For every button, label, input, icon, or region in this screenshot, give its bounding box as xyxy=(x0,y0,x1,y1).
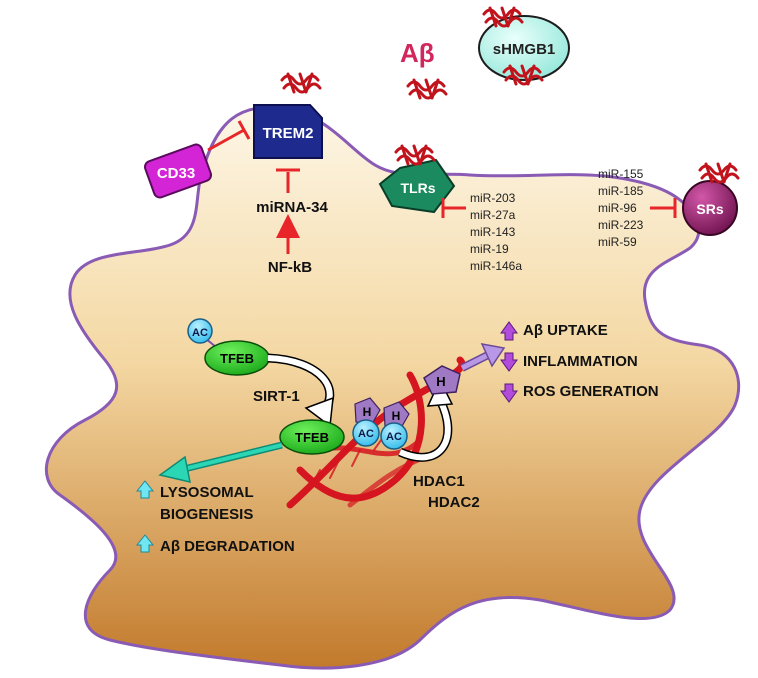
svg-text:TFEB: TFEB xyxy=(220,351,254,366)
abeta-fibril-icon xyxy=(502,64,544,86)
trem2-receptor: TREM2 xyxy=(253,72,323,159)
tlr-mirna-item: miR-203 xyxy=(470,191,516,205)
svg-text:TFEB: TFEB xyxy=(295,430,329,445)
nfkb-label: NF-kB xyxy=(268,259,312,276)
sr-mirna-item: miR-223 xyxy=(598,218,644,232)
abeta-label: Aβ xyxy=(400,38,435,68)
srs-receptor: SRs xyxy=(682,162,740,236)
abeta-fibril-icon xyxy=(280,72,322,94)
effects-arrow xyxy=(460,343,506,372)
up-arrow-icon xyxy=(135,534,155,553)
svg-text:BIOGENESIS: BIOGENESIS xyxy=(160,506,253,523)
tfeb-acetylated: TFEB xyxy=(204,340,270,376)
cd33-receptor: CD33 xyxy=(144,143,212,199)
svg-text:H: H xyxy=(436,374,445,389)
abeta-fibril-icon xyxy=(406,78,448,100)
histone-h-group: H xyxy=(383,401,410,429)
cd33-inhibits-trem2 xyxy=(207,120,251,152)
abeta-fibril-icon xyxy=(482,6,524,28)
abeta-fibril-icon xyxy=(698,162,740,184)
svg-text:H: H xyxy=(392,409,401,423)
abeta-fibril-icon xyxy=(394,144,436,166)
svg-text:H: H xyxy=(363,405,372,419)
up-arrow-icon xyxy=(500,321,518,341)
mirnas-inhibit-tlrs xyxy=(441,198,466,218)
tfeb-deacetylated: TFEB xyxy=(279,419,345,455)
svg-text:CD33: CD33 xyxy=(157,165,195,182)
tlr-mirna-item: miR-19 xyxy=(470,242,509,256)
tlrs-receptor: TLRs xyxy=(378,144,456,214)
microglia-cell-body xyxy=(44,106,741,670)
effects-list: Aβ UPTAKE INFLAMMATION ROS GENERATION xyxy=(500,321,659,403)
sr-mirna-item: miR-185 xyxy=(598,184,644,198)
hdac2-label: HDAC2 xyxy=(428,494,480,511)
histone-h-group: H xyxy=(354,397,381,425)
svg-text:Aβ DEGRADATION: Aβ DEGRADATION xyxy=(160,538,295,555)
sr-mirna-item: miR-59 xyxy=(598,235,637,249)
svg-text:AC: AC xyxy=(386,431,402,443)
up-arrow-icon xyxy=(135,480,155,499)
sr-mirna-list: miR-155 miR-185 miR-96 miR-223 miR-59 xyxy=(598,167,644,249)
sirt1-label: SIRT-1 xyxy=(253,388,300,405)
effect-inflammation: INFLAMMATION xyxy=(500,352,638,372)
svg-text:Aβ: Aβ xyxy=(400,38,435,68)
lysosomal-biogenesis: LYSOSOMAL BIOGENESIS xyxy=(135,480,254,523)
down-arrow-icon xyxy=(500,383,518,403)
sirt1-deacetylation-arrow xyxy=(267,353,335,428)
mirna34-inhibits-trem2 xyxy=(276,168,300,193)
svg-text:AC: AC xyxy=(358,428,374,440)
effect-abeta-uptake: Aβ UPTAKE xyxy=(500,321,608,341)
histone-h-deacetylated: H xyxy=(423,365,461,395)
svg-text:TREM2: TREM2 xyxy=(263,125,314,142)
down-arrow-icon xyxy=(500,352,518,372)
svg-text:LYSOSOMAL: LYSOSOMAL xyxy=(160,484,254,501)
tlr-mirna-list: miR-203 miR-27a miR-143 miR-19 miR-146a xyxy=(470,191,522,273)
ac-acetyl-group: AC xyxy=(187,318,223,353)
tlr-mirna-item: miR-146a xyxy=(470,259,522,273)
shmgb1-label: sHMGB1 xyxy=(493,41,556,58)
sr-mirna-item: miR-155 xyxy=(598,167,644,181)
shmgb1-particle: sHMGB1 xyxy=(478,6,570,86)
svg-text:Aβ UPTAKE: Aβ UPTAKE xyxy=(523,322,608,339)
tlr-mirna-item: miR-27a xyxy=(470,208,516,222)
hdac1-label: HDAC1 xyxy=(413,473,465,490)
mirnas-inhibit-srs xyxy=(650,198,677,218)
svg-text:AC: AC xyxy=(192,327,208,339)
svg-text:TLRs: TLRs xyxy=(401,180,436,196)
svg-text:INFLAMMATION: INFLAMMATION xyxy=(523,353,638,370)
effect-ros-generation: ROS GENERATION xyxy=(500,383,659,403)
abeta-degradation: Aβ DEGRADATION xyxy=(135,534,295,555)
mirna34-label: miRNA-34 xyxy=(256,199,328,216)
ac-acetyl-group: AC xyxy=(380,422,408,450)
tlr-mirna-item: miR-143 xyxy=(470,225,516,239)
ac-acetyl-group: AC xyxy=(352,419,380,447)
svg-text:SRs: SRs xyxy=(696,201,723,217)
svg-text:ROS GENERATION: ROS GENERATION xyxy=(523,383,659,400)
sr-mirna-item: miR-96 xyxy=(598,201,637,215)
lysosomal-arrow xyxy=(158,441,283,483)
